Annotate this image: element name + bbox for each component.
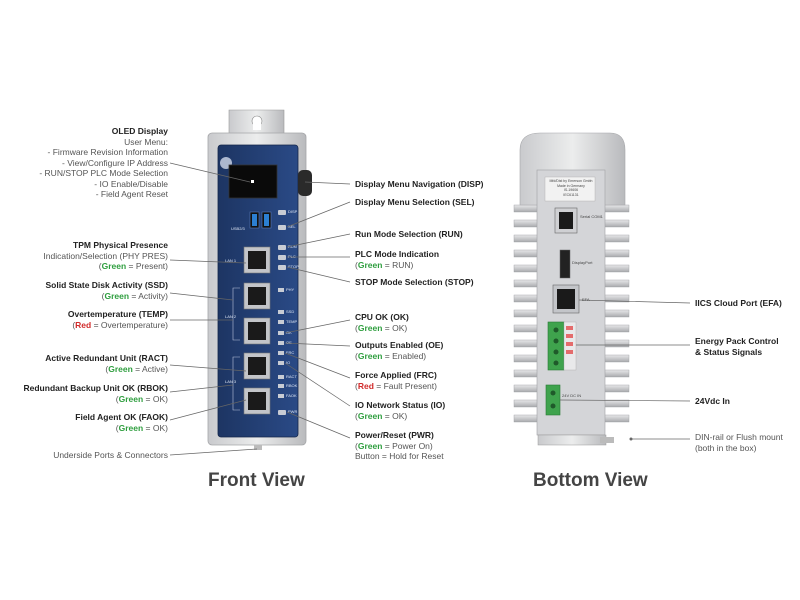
label-stop: STOP Mode Selection (STOP) xyxy=(355,277,474,287)
displayport-label: DisplayPort xyxy=(572,260,593,265)
front-view-title: Front View xyxy=(208,470,305,491)
label-din-rail: DIN-rail or Flush mount (both in the box… xyxy=(695,432,783,453)
svg-text:FAOK: FAOK xyxy=(286,393,297,398)
serial-port-label: Serial COM1 xyxy=(580,214,603,219)
svg-text:DISP: DISP xyxy=(288,209,298,214)
label-24vdc-in: 24Vdc In xyxy=(695,396,730,406)
label-overtemperature: Overtemperature (TEMP) (Red = Overtemper… xyxy=(67,309,168,330)
svg-text:STOP: STOP xyxy=(288,264,299,269)
label-field-agent-ok: Field Agent OK (FAOK) (Green = OK) xyxy=(75,412,168,433)
svg-text:LAN 3: LAN 3 xyxy=(225,379,237,384)
bottom-device xyxy=(513,132,630,446)
label-disp: Display Menu Navigation (DISP) xyxy=(355,179,484,189)
label-plc-mode: PLC Mode Indication (Green = RUN) xyxy=(355,249,440,270)
label-tpm-physical-presence: TPM Physical Presence Indication/Selecti… xyxy=(43,240,168,271)
label-underside-ports: Underside Ports & Connectors xyxy=(53,450,168,460)
svg-text:LAN 1: LAN 1 xyxy=(225,258,237,263)
label-redundant-backup-ok: Redundant Backup Unit OK (RBOK) (Green =… xyxy=(23,383,169,404)
label-force-applied: Force Applied (FRC) (Red = Fault Present… xyxy=(355,370,437,391)
efa-port-label: EFA xyxy=(582,297,590,302)
device-nameplate: Mfd/Dist by Emerson Gmbh Made in Germany… xyxy=(549,179,593,197)
label-iics-cloud-port: IICS Cloud Port (EFA) xyxy=(695,298,782,308)
label-io-network: IO Network Status (IO) (Green = OK) xyxy=(355,400,446,421)
label-ssd-activity: Solid State Disk Activity (SSD) (Green =… xyxy=(45,280,169,301)
label-run: Run Mode Selection (RUN) xyxy=(355,229,463,239)
bottom-view-title: Bottom View xyxy=(533,470,648,491)
svg-text:RBOK: RBOK xyxy=(286,383,298,388)
svg-text:RACT: RACT xyxy=(286,374,297,379)
svg-text:PHY: PHY xyxy=(286,287,295,292)
svg-text:SSD: SSD xyxy=(286,309,294,314)
svg-text:PLC: PLC xyxy=(288,254,296,259)
label-oled-display: OLED Display User Menu: - Firmware Revis… xyxy=(39,126,168,199)
label-power-reset: Power/Reset (PWR) (Green = Power On) But… xyxy=(355,430,444,461)
label-energy-pack: Energy Pack Control & Status Signals xyxy=(695,336,779,357)
label-sel: Display Menu Selection (SEL) xyxy=(355,197,475,207)
label-cpu-ok: CPU OK (OK) (Green = OK) xyxy=(355,312,409,333)
svg-text:IO: IO xyxy=(286,360,290,365)
svg-text:PWR: PWR xyxy=(288,409,297,414)
front-device: USB2/3 LAN 1 LAN 2 LAN 3 DISP SEL RUN PL… xyxy=(207,109,312,450)
svg-text:FRC: FRC xyxy=(286,350,294,355)
leader-lines xyxy=(169,162,691,456)
svg-text:USB2/3: USB2/3 xyxy=(231,226,246,231)
svg-text:TEMP: TEMP xyxy=(286,319,297,324)
label-active-redundant-unit: Active Redundant Unit (RACT) (Green = Ac… xyxy=(45,353,168,374)
label-outputs-enabled: Outputs Enabled (OE) (Green = Enabled) xyxy=(355,340,444,361)
svg-text:LAN 2: LAN 2 xyxy=(225,314,237,319)
svg-text:SEL: SEL xyxy=(288,224,296,229)
dc-in-label: 24V DC IN xyxy=(562,393,582,398)
svg-text:RUN: RUN xyxy=(288,244,297,249)
svg-text:OE: OE xyxy=(286,340,292,345)
